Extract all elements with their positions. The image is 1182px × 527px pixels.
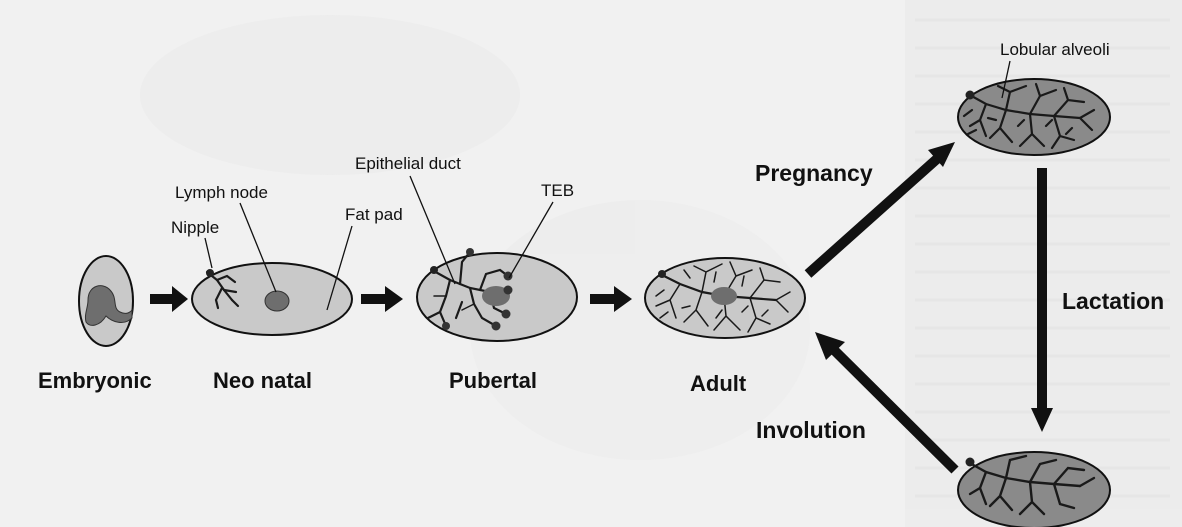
- label-fat-pad: Fat pad: [345, 205, 403, 224]
- stage-label-adult: Adult: [690, 371, 747, 396]
- stage-label-neonatal: Neo natal: [213, 368, 312, 393]
- label-nipple: Nipple: [171, 218, 219, 237]
- embryonic-gland: [79, 256, 133, 346]
- label-lactation: Lactation: [1062, 288, 1164, 314]
- lactating-gland: [958, 452, 1110, 527]
- label-pregnancy: Pregnancy: [755, 160, 873, 186]
- arrow-embryonic-to-neonatal: [150, 286, 188, 312]
- label-involution: Involution: [756, 417, 866, 443]
- label-teb: TEB: [541, 181, 574, 200]
- leader-nipple: [205, 238, 212, 268]
- label-lymph-node: Lymph node: [175, 183, 268, 202]
- stage-label-pubertal: Pubertal: [449, 368, 537, 393]
- neonatal-gland: [192, 263, 352, 335]
- stage-label-embryonic: Embryonic: [38, 368, 152, 393]
- label-lobular-alveoli: Lobular alveoli: [1000, 40, 1110, 59]
- nipple-shape: [206, 269, 214, 277]
- lymph-node-shape: [265, 291, 289, 311]
- pregnant-gland: [958, 79, 1110, 155]
- adult-gland: [645, 258, 805, 338]
- label-epithelial-duct: Epithelial duct: [355, 154, 461, 173]
- arrow-neonatal-to-pubertal: [361, 286, 403, 312]
